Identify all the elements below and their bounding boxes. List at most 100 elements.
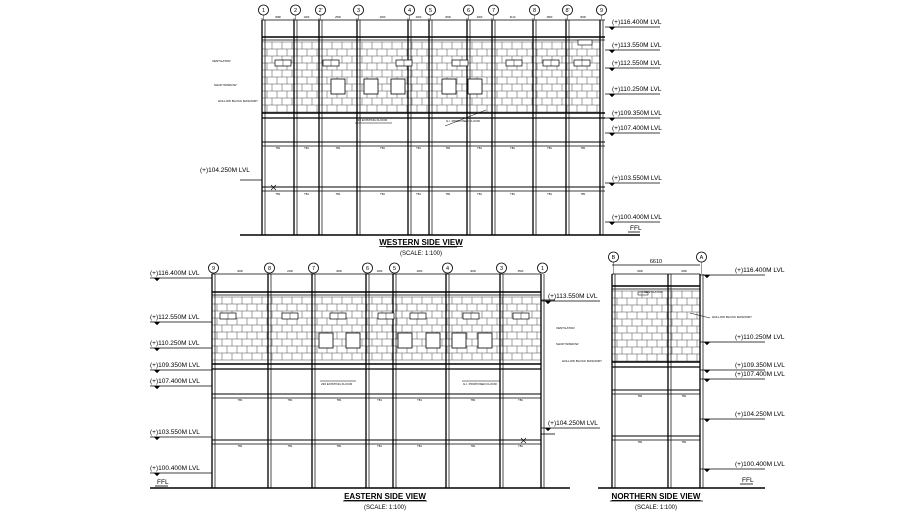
shop-window (397, 332, 413, 349)
masonry-note: HOLLOW BLOCK MASONRY (218, 99, 258, 103)
left-level-label: (+)104.250M LVL (200, 167, 250, 174)
bay-dimension: 2400 (287, 269, 293, 273)
beam-label: TB1 (337, 444, 342, 448)
level-triangle-icon (703, 418, 711, 423)
bay-dimension: 2800 (547, 15, 553, 19)
eastern-scale: (SCALE: 1:100) (364, 505, 406, 511)
proposed-floor-note: G.I. PROPOSED FLOOR (446, 119, 481, 123)
eastern-texts: EASTERN SIDE VIEW (SCALE: 1:100) 230 EXI… (157, 326, 602, 511)
grid-label: 9 (212, 266, 215, 272)
beam-label: TB1 (638, 394, 643, 398)
beam-label: TB1 (238, 398, 243, 402)
grid-bubble (389, 262, 400, 274)
grid-label: 8 (533, 8, 536, 14)
window-note: SHOP WINDOW (214, 83, 237, 87)
level-label: (+)103.550M LVL (150, 429, 200, 436)
grid-label: A (700, 255, 704, 261)
ventilator (637, 291, 649, 296)
level-label: (+)116.400M LVL (612, 19, 662, 26)
window-note: SHOP WINDOW (556, 342, 579, 346)
bay-dimension: 2500 (445, 15, 451, 19)
grid-bubble (537, 262, 548, 274)
ventilator-note: VENTILATOR (644, 290, 663, 294)
beam-label: TB1 (380, 192, 385, 196)
level-label: (+)112.550M LVL (150, 314, 200, 321)
beam-label: TB1 (547, 146, 552, 150)
level-triangle-icon (544, 300, 552, 305)
bay-dimension: 2500 (518, 269, 524, 273)
beam-label: TB1 (477, 146, 482, 150)
bay-dimension: 2500 (335, 15, 341, 19)
northern-title: NORTHERN SIDE VIEW (612, 492, 701, 501)
ffl-label: FFL (630, 225, 642, 232)
level-triangle-icon (544, 427, 552, 432)
bay-dimension: 3110 (510, 15, 516, 19)
beam-label: TB1 (336, 192, 341, 196)
northern-elevation: (+)116.400M LVL(+)110.250M LVL(+)109.350… (598, 251, 785, 502)
level-triangle-icon (703, 369, 711, 374)
beam-label: TB1 (446, 146, 451, 150)
beam-label: TB1 (238, 444, 243, 448)
beam-label: TB1 (638, 440, 643, 444)
grid-bubble (696, 251, 707, 263)
shop-window (363, 78, 379, 95)
beam-label: TB1 (288, 398, 293, 402)
grid-bubble (488, 4, 499, 16)
grid-bubble (315, 4, 326, 16)
ffl-label: FFL (742, 477, 754, 484)
grid-label: 5 (429, 8, 432, 14)
level-label: (+)100.400M LVL (150, 465, 200, 472)
level-triangle-icon (703, 468, 711, 473)
bay-dimension: 3000 (580, 15, 586, 19)
shop-window (390, 78, 406, 95)
level-triangle-icon (153, 277, 161, 282)
level-marker-group: (+)116.400M LVL(+)113.550M LVL(+)112.550… (605, 19, 662, 226)
existing-floor-note: 230 EXISTING FLOOR (356, 118, 388, 122)
beam-label-group: TB1TB1TB1TB1TB1TB1TB1TB1TB1TB1TB1TB1TB1T… (238, 398, 524, 448)
level-label: (+)110.250M LVL (735, 334, 785, 341)
grid-label: 4 (408, 8, 411, 14)
level-label: (+)109.350M LVL (150, 362, 200, 369)
bay-dimension: 1000 (304, 15, 310, 19)
beam-label-group: TB1TB1TB1TB1TB1TB1TB1TB1TB1TB1TB1TB1TB1T… (276, 146, 586, 196)
level-triangle-icon (703, 341, 711, 346)
level-triangle-icon (153, 385, 161, 390)
grid-label: 5 (393, 266, 396, 272)
grid-label: 3 (500, 266, 503, 272)
level-label: (+)110.250M LVL (612, 86, 662, 93)
grid-label: 4 (446, 266, 449, 272)
grid-bubble (404, 4, 415, 16)
leader-line (689, 312, 711, 319)
grid-label: 1 (541, 266, 544, 272)
grid-bubble (529, 4, 540, 16)
bay-dimension: 4000 (417, 269, 423, 273)
window-group (274, 39, 593, 95)
ventilator-note: VENTILATOR (556, 326, 575, 330)
level-triangle-icon (608, 221, 616, 226)
grid-bubble (442, 262, 453, 274)
level-label: (+)103.550M LVL (612, 175, 662, 182)
grid-label: 9 (600, 8, 603, 14)
level-label: (+)107.400M LVL (735, 371, 785, 378)
shop-window (451, 332, 467, 349)
bay-dimension: 3300 (637, 269, 643, 273)
beam-label: TB1 (416, 192, 421, 196)
grid-label: 2' (318, 8, 322, 14)
level-triangle-icon (153, 347, 161, 352)
bay-dimension: 4000 (470, 269, 476, 273)
level-label: (+)107.400M LVL (612, 125, 662, 132)
grid-bubble (463, 4, 474, 16)
grid-bubble (258, 4, 269, 16)
grid-label: 2 (294, 8, 297, 14)
eastern-title: EASTERN SIDE VIEW (344, 492, 426, 501)
shop-window (425, 332, 441, 349)
bay-dimension: 4000 (416, 15, 422, 19)
level-label: (+)107.400M LVL (150, 378, 200, 385)
beam-label: TB1 (336, 146, 341, 150)
